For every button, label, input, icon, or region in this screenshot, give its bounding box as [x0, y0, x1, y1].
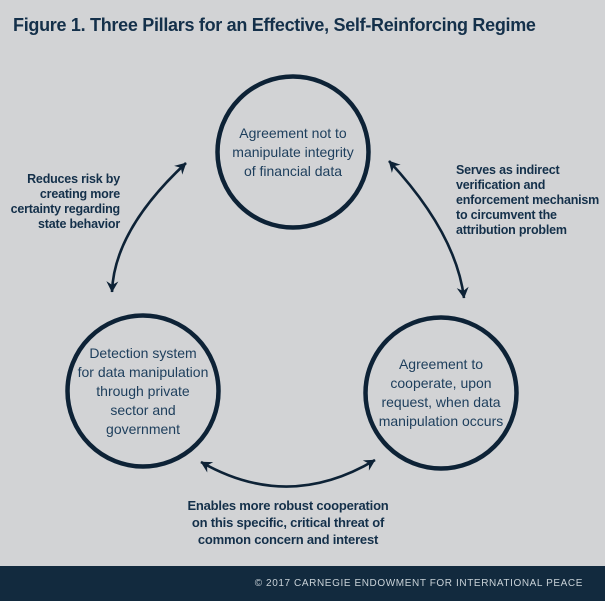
figure-title: Figure 1. Three Pillars for an Effective… [13, 15, 536, 35]
node-line: request, when data [381, 394, 501, 410]
bottom-right-circle-outline [363, 315, 519, 471]
left-arrow [106, 162, 187, 293]
label-line: common concern and interest [197, 532, 379, 547]
node-line: through private [96, 382, 190, 399]
label-line: creating more [39, 187, 120, 201]
label-line: to circumvent the [456, 208, 557, 222]
node-line: sector and [110, 401, 176, 418]
label-line: certainty regarding [10, 202, 121, 216]
right-arrow-label: Serves as indirect verification and enfo… [456, 163, 604, 238]
bottom-left-circle-outline [65, 313, 221, 469]
label-line: enforcement mechanism [456, 193, 600, 207]
node-line: for data manipulation [77, 363, 209, 380]
copyright-text: © 2017 CARNEGIE ENDOWMENT FOR INTERNATIO… [254, 578, 583, 589]
label-line: Serves as indirect [456, 163, 560, 177]
bottom-left-circle-text: Detection system for data manipulation t… [68, 316, 218, 466]
label-line: Enables more robust cooperation [187, 498, 389, 513]
node-line: government [106, 420, 180, 437]
bottom-arrow-label: Enables more robust cooperation on this … [138, 497, 438, 548]
node-line: Detection system [89, 344, 197, 361]
footer-bar: © 2017 CARNEGIE ENDOWMENT FOR INTERNATIO… [0, 566, 605, 601]
top-circle-outline [215, 74, 371, 230]
top-circle-text: Agreement not to manipulate integrity of… [218, 77, 368, 227]
node-line: manipulation occurs [378, 413, 504, 429]
label-line: state behavior [38, 217, 120, 231]
label-line: attribution problem [456, 223, 567, 237]
node-line: Agreement to [398, 356, 484, 372]
label-line: on this specific, critical threat of [191, 515, 385, 530]
node-line: cooperate, upon [390, 375, 492, 391]
bottom-right-circle-text: Agreement to cooperate, upon request, wh… [366, 318, 516, 468]
left-arrow-label: Reduces risk by creating more certainty … [0, 172, 121, 232]
node-line: manipulate integrity [232, 143, 354, 160]
node-line: Agreement not to [239, 124, 347, 141]
label-line: Reduces risk by [27, 172, 120, 186]
label-line: verification and [456, 178, 546, 192]
node-line: of financial data [243, 162, 343, 179]
bottom-arrow [200, 458, 376, 488]
right-arrow [388, 160, 469, 299]
